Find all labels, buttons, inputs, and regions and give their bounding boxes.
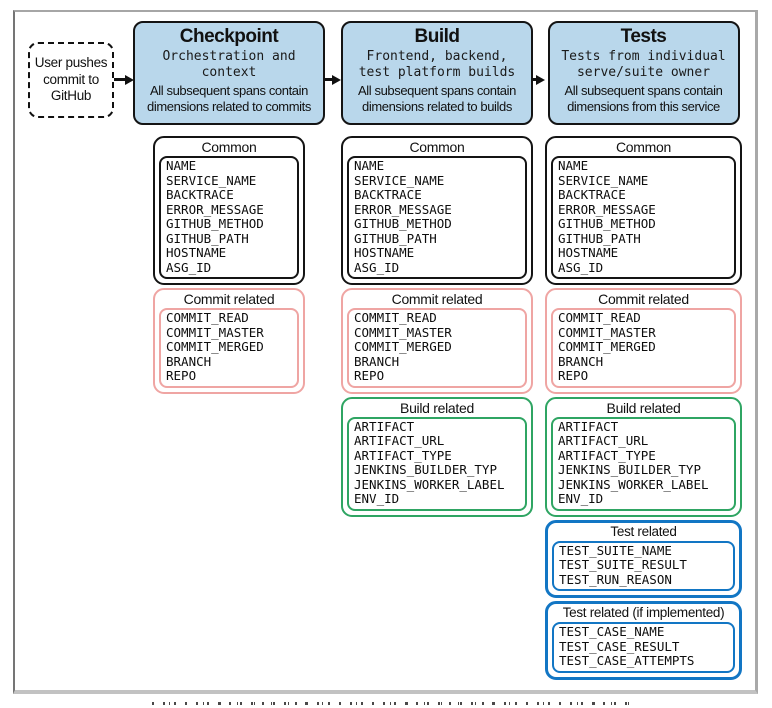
stage-header-tests: Tests Tests from individual serve/suite … [547, 21, 740, 125]
stage-title: Tests [620, 26, 667, 47]
attribute-list: NAME SERVICE_NAME BACKTRACE ERROR_MESSAG… [159, 156, 299, 279]
attribute-list: ARTIFACT ARTIFACT_URL ARTIFACT_TYPE JENK… [347, 416, 527, 511]
group-title: Commit related [598, 291, 689, 307]
stage-description: All subsequent spans contain dimensions … [564, 83, 723, 114]
trigger-label: User pushes commit to GitHub [34, 55, 108, 104]
stage-subtitle: Frontend, backend, test platform builds [358, 49, 516, 80]
flow-arrow-trigger-to-checkpoint [114, 78, 125, 81]
stage-column-build: Build Frontend, backend, test platform b… [341, 21, 533, 520]
stage-header-build: Build Frontend, backend, test platform b… [341, 21, 533, 125]
attribute-group-common: Common NAME SERVICE_NAME BACKTRACE ERROR… [341, 136, 533, 285]
attribute-list: ARTIFACT ARTIFACT_URL ARTIFACT_TYPE JENK… [551, 416, 736, 511]
attribute-list: COMMIT_READ COMMIT_MASTER COMMIT_MERGED … [551, 308, 736, 388]
attribute-list: NAME SERVICE_NAME BACKTRACE ERROR_MESSAG… [347, 156, 527, 279]
stage-description: All subsequent spans contain dimensions … [147, 83, 311, 114]
group-title: Common [201, 139, 257, 155]
attribute-list: NAME SERVICE_NAME BACKTRACE ERROR_MESSAG… [551, 156, 736, 279]
attribute-group-common: Common NAME SERVICE_NAME BACKTRACE ERROR… [153, 136, 305, 285]
group-title: Commit related [183, 291, 275, 307]
attribute-group-commit-related: Commit related COMMIT_READ COMMIT_MASTER… [545, 288, 742, 394]
stage-subtitle: Orchestration and context [162, 49, 296, 80]
group-title: Common [616, 139, 671, 155]
stage-description: All subsequent spans contain dimensions … [358, 83, 516, 114]
attribute-group-test-related: Test related TEST_SUITE_NAME TEST_SUITE_… [545, 519, 742, 598]
attribute-group-test-related-if-implemented: Test related (if implemented) TEST_CASE_… [545, 601, 742, 680]
stage-title: Checkpoint [179, 26, 279, 47]
attribute-group-build-related: Build related ARTIFACT ARTIFACT_URL ARTI… [545, 396, 742, 517]
attribute-group-commit-related: Commit related COMMIT_READ COMMIT_MASTER… [153, 288, 305, 394]
group-title: Test related (if implemented) [562, 605, 725, 620]
stage-column-checkpoint: Checkpoint Orchestration and context All… [133, 21, 325, 397]
trigger-box: User pushes commit to GitHub [28, 42, 114, 118]
attribute-group-commit-related: Commit related COMMIT_READ COMMIT_MASTER… [341, 288, 533, 394]
attribute-list: TEST_SUITE_NAME TEST_SUITE_RESULT TEST_R… [552, 540, 735, 591]
group-title: Commit related [391, 291, 483, 307]
attribute-list: COMMIT_READ COMMIT_MASTER COMMIT_MERGED … [347, 308, 527, 388]
group-title: Build related [400, 399, 474, 416]
stage-title: Build [414, 26, 461, 47]
caption-fragment [152, 702, 630, 705]
attribute-list: COMMIT_READ COMMIT_MASTER COMMIT_MERGED … [159, 308, 299, 388]
attribute-group-common: Common NAME SERVICE_NAME BACKTRACE ERROR… [545, 136, 742, 285]
attribute-group-build-related: Build related ARTIFACT ARTIFACT_URL ARTI… [341, 396, 533, 517]
group-title: Common [409, 139, 465, 155]
attribute-list: TEST_CASE_NAME TEST_CASE_RESULT TEST_CAS… [552, 622, 735, 673]
stage-subtitle: Tests from individual serve/suite owner [561, 49, 726, 80]
flow-arrow-checkpoint-to-build [325, 78, 332, 81]
group-title: Test related [610, 523, 677, 539]
stage-column-tests: Tests Tests from individual serve/suite … [545, 21, 742, 683]
diagram-frame: User pushes commit to GitHub Checkpoint … [13, 10, 758, 694]
group-title: Build related [606, 399, 681, 416]
flow-arrow-build-to-tests [533, 78, 536, 81]
stage-header-checkpoint: Checkpoint Orchestration and context All… [133, 21, 325, 125]
